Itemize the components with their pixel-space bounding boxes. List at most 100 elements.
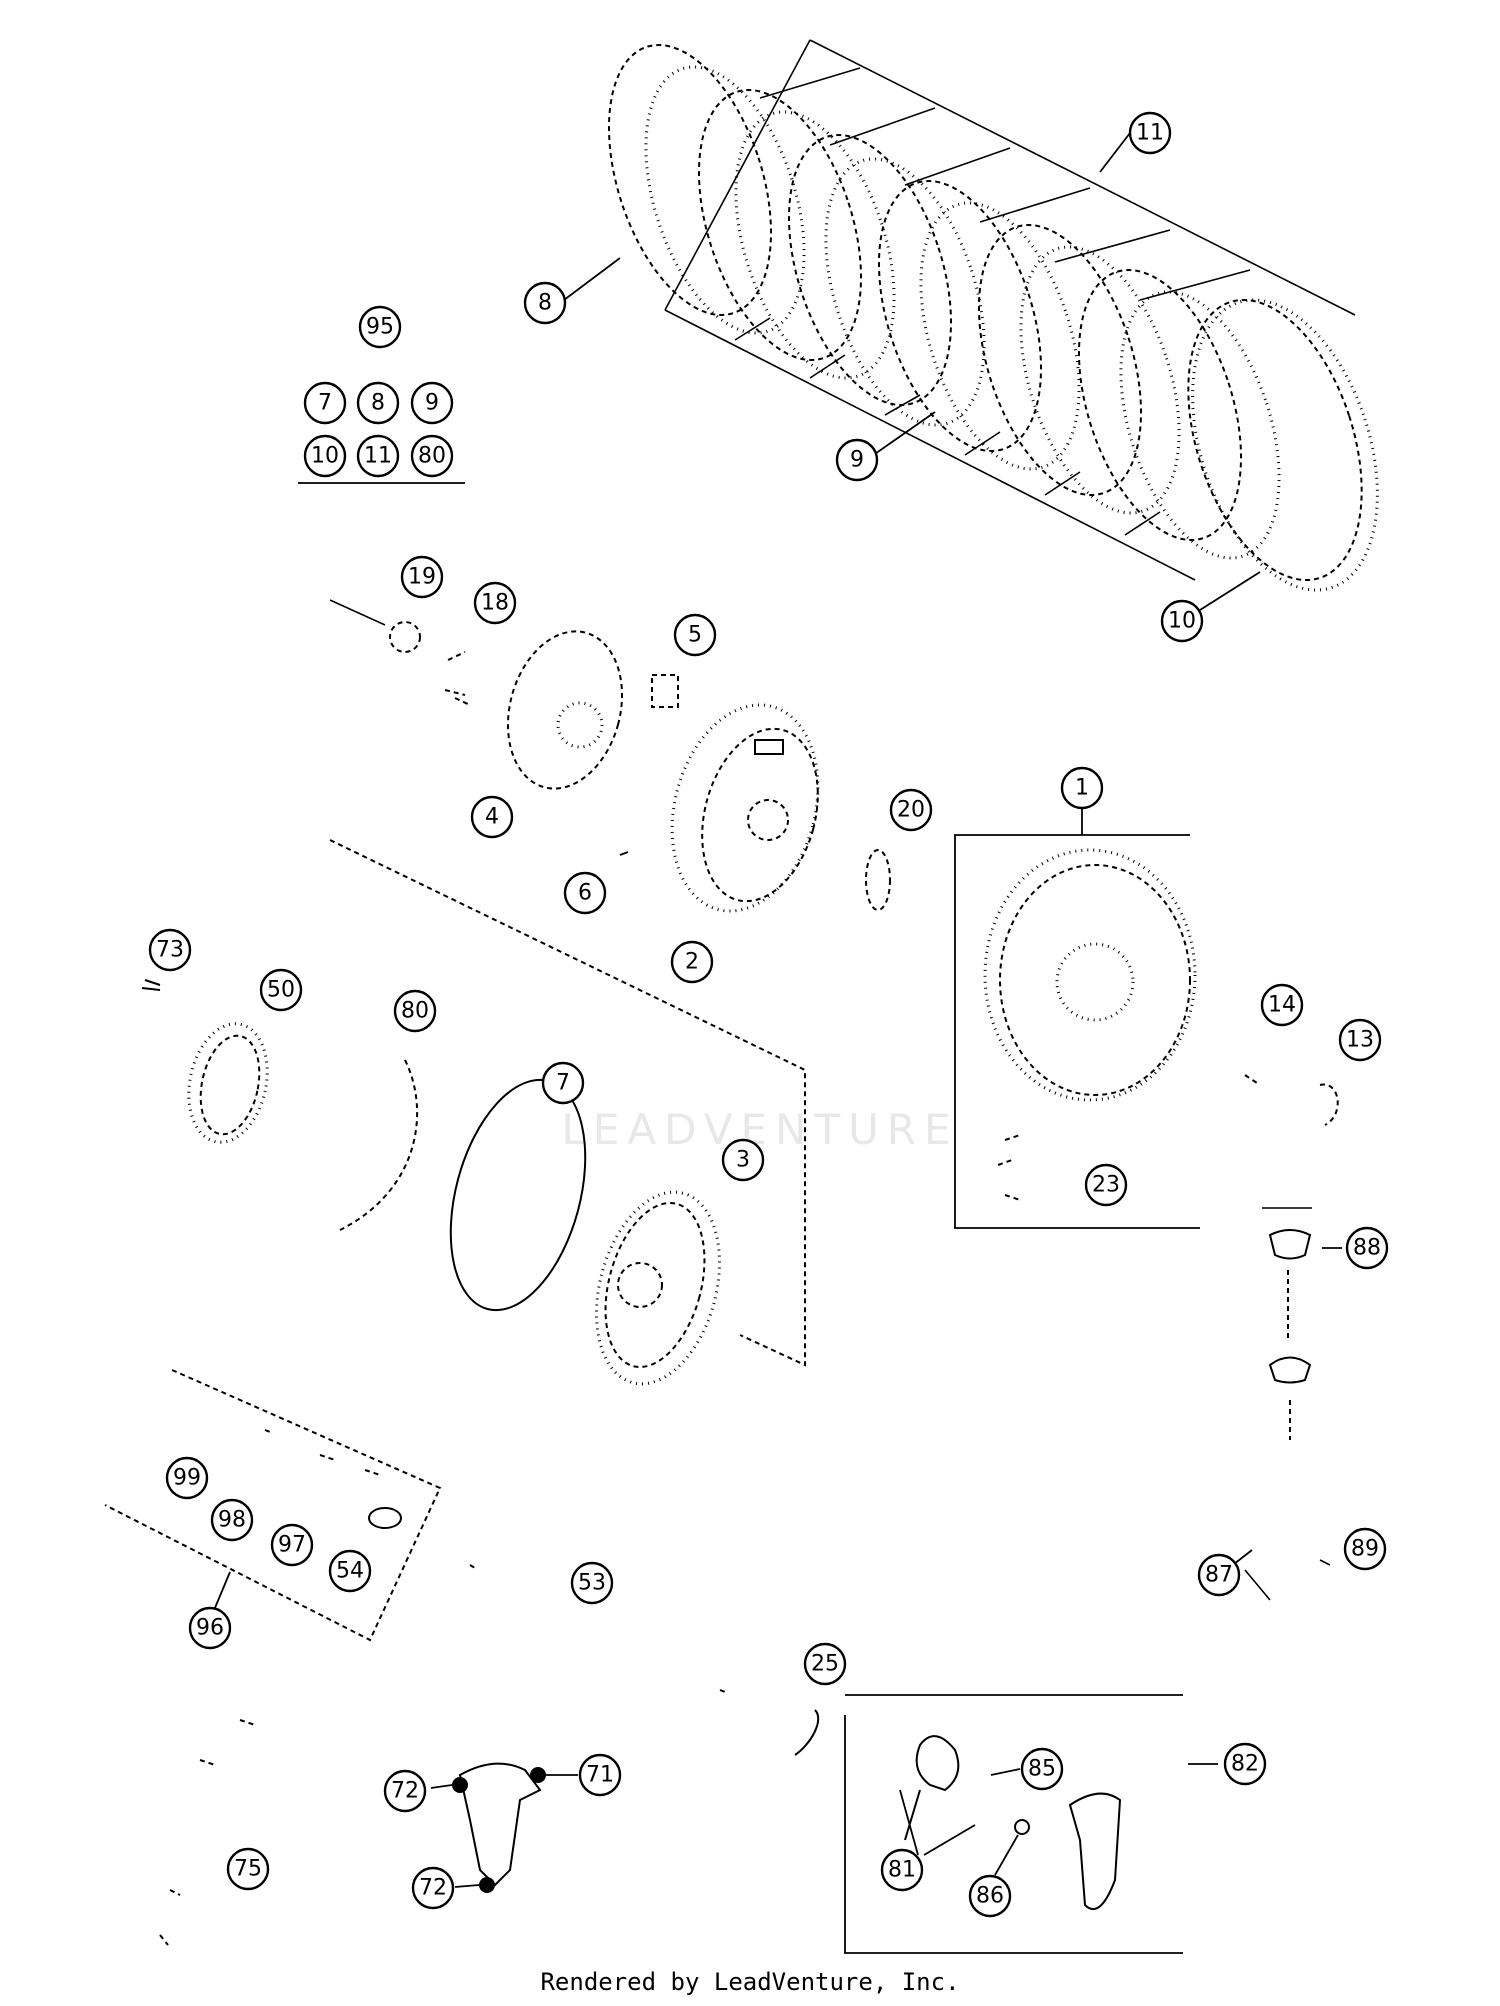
callout-4-text: 4 xyxy=(485,805,499,830)
shift-mechanism-group xyxy=(844,1694,1183,1954)
callout-2[interactable]: 2 xyxy=(670,940,714,984)
kit-item-9[interactable]: 9 xyxy=(410,381,454,425)
shaft-parts xyxy=(1244,1207,1331,1601)
kit-item-10-text: 10 xyxy=(311,444,339,469)
callout-18[interactable]: 18 xyxy=(473,581,517,625)
callout-75[interactable]: 75 xyxy=(226,1847,270,1891)
callout-86[interactable]: 86 xyxy=(968,1874,1012,1918)
callout-9[interactable]: 9 xyxy=(835,438,879,482)
callout-13[interactable]: 13 xyxy=(1338,1018,1382,1062)
callout-71-text: 71 xyxy=(586,1763,614,1788)
callout-20-text: 20 xyxy=(897,798,925,823)
callout-72-lower-text: 72 xyxy=(419,1876,447,1901)
callout-73[interactable]: 73 xyxy=(148,928,192,972)
callout-3-text: 3 xyxy=(736,1148,750,1173)
callout-53-text: 53 xyxy=(578,1571,606,1596)
kit-item-7-text: 7 xyxy=(318,391,332,416)
callout-1[interactable]: 1 xyxy=(1060,766,1104,810)
callout-19[interactable]: 19 xyxy=(400,555,444,599)
leader-lines xyxy=(559,132,1342,1876)
primary-gear-group xyxy=(954,834,1339,1229)
callout-5[interactable]: 5 xyxy=(673,613,717,657)
callout-1-text: 1 xyxy=(1075,776,1089,801)
callout-73-text: 73 xyxy=(156,938,184,963)
kit-item-8-text: 8 xyxy=(371,391,385,416)
callout-89[interactable]: 89 xyxy=(1343,1527,1387,1571)
callout-3[interactable]: 3 xyxy=(721,1138,765,1182)
callout-18-text: 18 xyxy=(481,591,509,616)
kit-item-80-text: 80 xyxy=(418,444,446,469)
callout-8-text: 8 xyxy=(538,291,552,316)
callout-4[interactable]: 4 xyxy=(470,795,514,839)
kit-item-11-text: 11 xyxy=(364,444,392,469)
callout-85-text: 85 xyxy=(1028,1757,1056,1782)
callout-72-upper-text: 72 xyxy=(391,1779,419,1804)
callout-14-text: 14 xyxy=(1268,993,1296,1018)
callout-54[interactable]: 54 xyxy=(328,1549,372,1593)
kit-item-7[interactable]: 7 xyxy=(303,381,347,425)
render-credit: Rendered by LeadVenture, Inc. xyxy=(540,1968,960,1996)
callout-81[interactable]: 81 xyxy=(880,1848,924,1892)
seal-kit-group xyxy=(104,1369,442,1642)
callout-89-text: 89 xyxy=(1351,1537,1379,1562)
callout-10[interactable]: 10 xyxy=(1160,599,1204,643)
callout-72-lower[interactable]: 72 xyxy=(411,1866,455,1910)
callout-54-text: 54 xyxy=(336,1559,364,1584)
callout-6-text: 6 xyxy=(578,881,592,906)
callout-6[interactable]: 6 xyxy=(563,871,607,915)
callout-96-text: 96 xyxy=(196,1616,224,1641)
callout-82[interactable]: 82 xyxy=(1223,1742,1267,1786)
callout-88[interactable]: 88 xyxy=(1345,1226,1389,1270)
clutch-plate-stack xyxy=(608,39,1379,592)
callout-9-text: 9 xyxy=(850,448,864,473)
callout-25-text: 25 xyxy=(811,1652,839,1677)
callout-80[interactable]: 80 xyxy=(393,989,437,1033)
kit-item-8[interactable]: 8 xyxy=(356,381,400,425)
callout-7-text: 7 xyxy=(556,1071,570,1096)
callout-20[interactable]: 20 xyxy=(889,788,933,832)
callout-80-text: 80 xyxy=(401,999,429,1024)
callout-95[interactable]: 95 xyxy=(358,305,402,349)
callout-87-text: 87 xyxy=(1205,1563,1233,1588)
callout-98[interactable]: 98 xyxy=(210,1498,254,1542)
callout-10-text: 10 xyxy=(1168,609,1196,634)
callout-95-text: 95 xyxy=(366,315,394,340)
callout-14[interactable]: 14 xyxy=(1260,983,1304,1027)
callout-87[interactable]: 87 xyxy=(1197,1553,1241,1597)
callout-5-text: 5 xyxy=(688,623,702,648)
kit-item-80[interactable]: 80 xyxy=(410,434,454,478)
callout-11[interactable]: 11 xyxy=(1128,111,1172,155)
callout-2-text: 2 xyxy=(685,950,699,975)
clutch-hub-parts xyxy=(329,599,891,913)
callout-19-text: 19 xyxy=(408,565,436,590)
clutch-cover-group xyxy=(141,839,806,1386)
callout-11-text: 11 xyxy=(1136,121,1164,146)
callout-97-text: 97 xyxy=(278,1533,306,1558)
callout-96[interactable]: 96 xyxy=(188,1606,232,1650)
callout-13-text: 13 xyxy=(1346,1028,1374,1053)
callout-82-text: 82 xyxy=(1231,1752,1259,1777)
callout-88-text: 88 xyxy=(1353,1236,1381,1261)
callout-71[interactable]: 71 xyxy=(578,1753,622,1797)
callout-23[interactable]: 23 xyxy=(1084,1163,1128,1207)
kit-item-9-text: 9 xyxy=(425,391,439,416)
misc-parts xyxy=(159,1564,820,1946)
callout-81-text: 81 xyxy=(888,1858,916,1883)
callout-8[interactable]: 8 xyxy=(523,281,567,325)
kit-item-10[interactable]: 10 xyxy=(303,434,347,478)
kit-item-11[interactable]: 11 xyxy=(356,434,400,478)
callout-86-text: 86 xyxy=(976,1884,1004,1909)
callout-99[interactable]: 99 xyxy=(165,1456,209,1500)
callout-97[interactable]: 97 xyxy=(270,1523,314,1567)
callout-53[interactable]: 53 xyxy=(570,1561,614,1605)
callout-85[interactable]: 85 xyxy=(1020,1747,1064,1791)
callout-75-text: 75 xyxy=(234,1857,262,1882)
callout-50[interactable]: 50 xyxy=(259,968,303,1012)
callout-25[interactable]: 25 xyxy=(803,1642,847,1686)
callout-72-upper[interactable]: 72 xyxy=(383,1769,427,1813)
callout-7[interactable]: 7 xyxy=(541,1061,585,1105)
callout-23-text: 23 xyxy=(1092,1173,1120,1198)
callout-50-text: 50 xyxy=(267,978,295,1003)
callout-98-text: 98 xyxy=(218,1508,246,1533)
